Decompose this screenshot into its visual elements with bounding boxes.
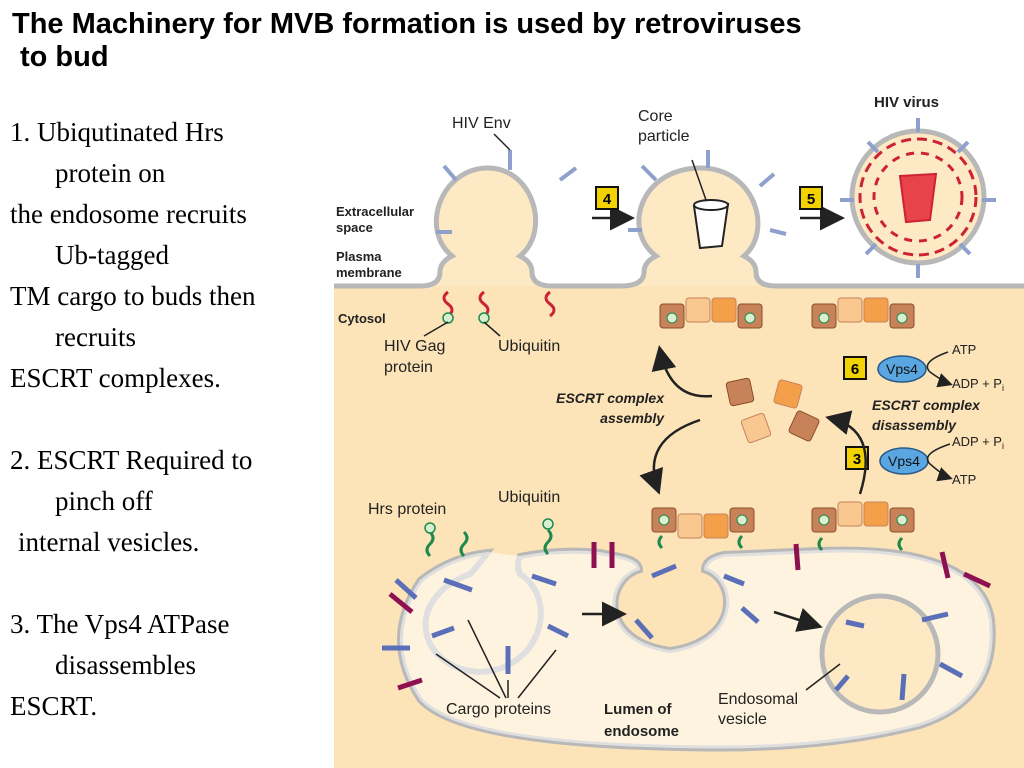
hiv-virus-icon xyxy=(840,118,996,278)
point-1-line-7: ESCRT complexes. xyxy=(10,363,221,393)
point-1-line-3: the endosome recruits xyxy=(10,199,247,229)
point-2-line-3: internal vesicles. xyxy=(18,527,200,557)
label-escrt-assembly-1: ESCRT complex xyxy=(556,390,665,406)
label-hrs-protein: Hrs protein xyxy=(368,501,446,518)
point-3-line-2: disassembles xyxy=(55,650,196,680)
label-extracellular-1: Extracellular xyxy=(336,204,414,219)
label-cargo-proteins: Cargo proteins xyxy=(446,701,551,718)
svg-text:4: 4 xyxy=(603,191,612,208)
maroon-markers xyxy=(388,542,992,691)
label-atp-top: ATP xyxy=(952,342,976,357)
escrt-complex-bottom-right xyxy=(811,501,915,533)
point-2-line-1: 2. ESCRT Required to xyxy=(10,445,253,475)
label-endosomal-2: vesicle xyxy=(718,711,767,728)
point-1-line-4: Ub-tagged xyxy=(55,240,169,270)
bullet-points: 1. Ubiqutinated Hrs protein on the endos… xyxy=(10,112,328,727)
label-hiv-env: HIV Env xyxy=(452,115,511,132)
escrt-complex-top-left xyxy=(659,297,763,329)
gag-ubiquitin-markers xyxy=(442,290,556,324)
title-line-1: The Machinery for MVB formation is used … xyxy=(12,8,802,40)
mvb-budding-diagram: 4 5 6 3 1 2 xyxy=(334,94,1024,768)
label-cytosol: Cytosol xyxy=(338,311,386,326)
point-1-line-5: TM cargo to buds then xyxy=(10,281,256,311)
label-ubiquitin-bottom: Ubiquitin xyxy=(498,489,560,506)
label-adp-top: ADP + Pi xyxy=(952,376,1004,393)
label-endosomal-1: Endosomal xyxy=(718,691,798,708)
label-hiv-gag-1: HIV Gag xyxy=(384,338,445,355)
svg-text:3: 3 xyxy=(853,451,861,468)
label-ubiquitin-top: Ubiquitin xyxy=(498,338,560,355)
label-lumen-2: endosome xyxy=(604,723,679,740)
step-5-badge: 5 xyxy=(799,186,823,210)
label-adp-bottom: ADP + Pi xyxy=(952,434,1004,451)
label-hiv-gag-2: protein xyxy=(384,359,433,376)
label-lumen-1: Lumen of xyxy=(604,701,672,718)
escrt-complex-top-right xyxy=(811,297,915,329)
label-plasma-2: membrane xyxy=(336,265,402,280)
escrt-free-subunits xyxy=(725,377,820,444)
point-1-line-6: recruits xyxy=(55,322,136,352)
label-escrt-disassembly-1: ESCRT complex xyxy=(872,397,981,413)
svg-text:5: 5 xyxy=(807,191,815,208)
vps4-top xyxy=(877,355,927,383)
label-core-particle-1: Core xyxy=(638,108,673,125)
label-hiv-virus: HIV virus xyxy=(874,94,939,111)
svg-text:6: 6 xyxy=(851,361,859,378)
label-escrt-disassembly-2: disassembly xyxy=(872,417,957,433)
label-atp-bottom: ATP xyxy=(952,472,976,487)
step-4-badge: 4 xyxy=(595,186,619,210)
label-vps4-top: Vps4 xyxy=(886,361,918,377)
cargo-proteins xyxy=(382,563,964,701)
hrs-ubiquitin-markers xyxy=(424,518,904,558)
slide-title: The Machinery for MVB formation is used … xyxy=(12,8,1012,74)
escrt-complex-bottom-left xyxy=(651,507,755,539)
step-6-badge: 6 xyxy=(843,356,867,380)
point-3-line-1: 3. The Vps4 ATPase xyxy=(10,609,230,639)
plasma-membrane xyxy=(334,165,1024,289)
point-2-line-2: pinch off xyxy=(55,486,153,516)
label-core-particle-2: particle xyxy=(638,128,690,145)
label-plasma-1: Plasma xyxy=(336,249,382,264)
label-escrt-assembly-2: assembly xyxy=(600,410,665,426)
point-1-line-2: protein on xyxy=(55,158,166,188)
title-line-2: to bud xyxy=(20,41,109,73)
point-3-line-3: ESCRT. xyxy=(10,691,98,721)
endosomal-vesicle-icon xyxy=(819,593,941,715)
label-extracellular-2: space xyxy=(336,220,373,235)
hiv-env-spikes xyxy=(436,150,787,236)
label-vps4-bottom: Vps4 xyxy=(888,453,920,469)
step-3-badge: 3 xyxy=(845,446,869,470)
point-1-line-1: 1. Ubiqutinated Hrs xyxy=(10,117,224,147)
